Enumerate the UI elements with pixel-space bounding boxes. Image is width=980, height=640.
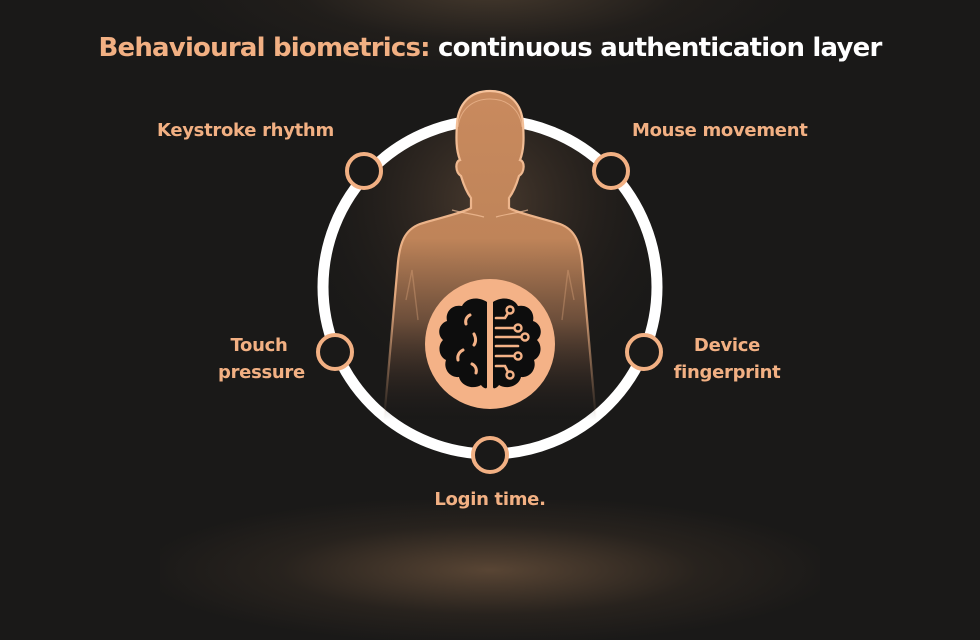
node-touch xyxy=(316,333,354,371)
title-accent: Behavioural biometrics: xyxy=(98,33,430,63)
brain-circuit-icon xyxy=(425,279,555,409)
node-device xyxy=(625,333,663,371)
title-rest: continuous authentication layer xyxy=(437,33,882,63)
label-keystroke-rhythm: Keystroke rhythm xyxy=(157,120,334,141)
label-login-time: Login time. xyxy=(434,489,546,510)
label-device-line2: fingerprint xyxy=(673,362,781,383)
label-device-line1: Device xyxy=(693,335,761,356)
node-login xyxy=(471,436,509,474)
label-touch-pressure: Touch pressure xyxy=(218,332,305,386)
node-keystroke xyxy=(345,152,383,190)
label-device-fingerprint: Device fingerprint xyxy=(668,332,786,386)
biometrics-diagram xyxy=(316,89,663,474)
node-mouse xyxy=(592,152,630,190)
label-mouse-movement: Mouse movement xyxy=(632,120,808,141)
page-title: Behavioural biometrics: continuous authe… xyxy=(0,31,980,65)
label-touch-line1: Touch xyxy=(230,335,288,356)
label-touch-line2: pressure xyxy=(218,362,305,383)
